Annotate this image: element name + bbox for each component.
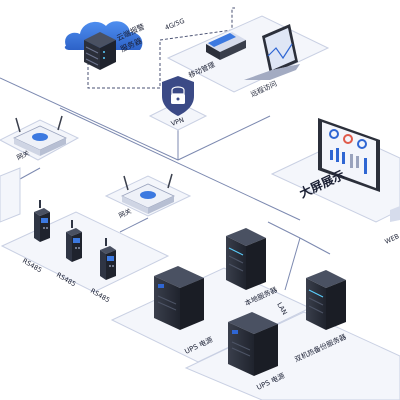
left-partial-platform [0,167,21,223]
vpn-node: VPN [148,76,208,131]
monitor-icon [318,118,380,192]
network-4g5g-label: 4G/5G [164,17,186,32]
gateway-left-platform: 网关 [0,115,80,162]
ups-unit-1 [154,266,204,330]
rs485-device-3 [100,238,116,280]
web-label-partial: WEB [383,232,400,246]
local-server-tower [226,228,266,290]
rs485-platform: RS485 RS485 RS485 [0,200,170,304]
standby-server-tower [306,270,346,330]
ups-standby-platform: UPS 电源 双机热备份服务器 [184,270,400,400]
router-icon-center [121,173,175,214]
rs485-device-2 [66,220,82,262]
ups-unit-2 [228,312,278,376]
server-stack-icon [84,32,116,70]
mobile-remote-platform: 移动管理 远程访问 [166,15,330,99]
tablet-icon [206,32,246,60]
gateway-center-platform: 网关 [104,173,192,220]
cloud-alarm-server: 云端报警 服务器 [64,21,146,70]
ups-local-server-platform: UPS 电源 本地服务器 [110,228,312,363]
big-screen-platform: 大屏展示 WEB [270,118,400,246]
router-icon-left [13,115,67,156]
laptop-icon [244,24,300,80]
rs485-device-1 [34,200,50,242]
